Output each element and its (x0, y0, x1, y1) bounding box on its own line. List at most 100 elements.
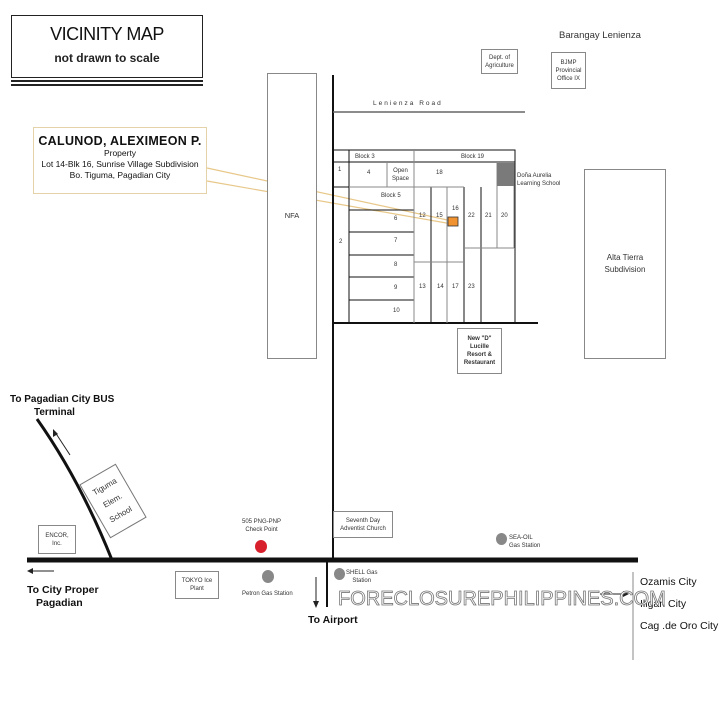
bus-arrow-head (53, 429, 58, 437)
airport-arrow-head (313, 601, 319, 608)
owner-address: Bo. Tiguma, Pagadian City (69, 170, 171, 180)
bus-terminal-label: To Pagadian City BUS Terminal (10, 393, 114, 419)
ozamis-label: Ozamis City (640, 576, 697, 588)
alta-tierra-box: Alta Tierra Subdivision (584, 169, 666, 359)
title-underline (11, 80, 203, 86)
school-shading (497, 163, 514, 186)
open-space-label: Open Space (392, 167, 409, 183)
new-d-line2: Lucille (469, 344, 489, 350)
block19-label: Block 19 (461, 154, 485, 160)
lot-15: 15 (436, 213, 443, 219)
tokyo-ice-plant-box: TOKYO Ice Plant (175, 571, 219, 599)
lot-14: 14 (437, 284, 444, 290)
shell-line1: SHELL Gas (346, 570, 378, 576)
checkpoint-line2: Check Point (245, 527, 278, 533)
alta-tierra-line1: Alta Tierra (606, 253, 644, 262)
open-space-line2: Space (392, 176, 410, 182)
barangay-label: Barangay Lenienza (559, 30, 641, 41)
sda-church-box: Seventh Day Adventist Church (333, 511, 393, 538)
lot-20: 20 (501, 213, 508, 219)
owner-callout: CALUNOD, ALEXIMEON P. Property Lot 14-Bl… (33, 127, 207, 194)
owner-lot: Lot 14-Blk 16, Sunrise Village Subdivisi… (41, 159, 199, 169)
learning-school-label: Doña Aurelia Learning School (517, 172, 560, 188)
map-subtitle: not drawn to scale (54, 51, 160, 65)
lot-9: 9 (394, 285, 398, 291)
iligan-label: Iligan City (640, 598, 687, 610)
bjmp-box: BJMP Provincial Office IX (551, 52, 586, 89)
city-proper-line1: To City Proper (27, 584, 99, 596)
title-box: VICINITY MAP not drawn to scale (11, 15, 203, 78)
tiguma-road (35, 418, 114, 561)
lot-7: 7 (394, 238, 398, 244)
bus-terminal-line1: To Pagadian City BUS (10, 394, 115, 405)
dept-agriculture-box: Dept. of Agriculture (481, 49, 518, 74)
bjmp-line3: Office IX (557, 75, 580, 82)
lot-16: 16 (452, 206, 459, 212)
alta-tierra-line2: Subdivision (604, 265, 646, 274)
tokyo-line1: TOKYO Ice (181, 578, 213, 584)
watermark: FORECLOSUREPHILIPPINES.COM (338, 588, 667, 611)
new-d-line4: Restaurant (463, 360, 496, 366)
encor-line2: Inc. (52, 540, 62, 547)
city-proper-arrow-head (27, 568, 33, 574)
lot-22: 22 (468, 213, 475, 219)
lot-10: 10 (393, 308, 400, 314)
shell-line2: Station (352, 578, 372, 584)
shell-marker (334, 568, 345, 580)
bjmp-line1: BJMP (560, 59, 577, 66)
lenienza-road-label: Lenienza Road (373, 100, 443, 107)
checkpoint-label: 505 PNG-PNP Check Point (242, 518, 281, 534)
cdo-label: Cag .de Oro City (640, 620, 719, 632)
seaoil-line2: Gas Station (509, 543, 541, 549)
east-arrow-head (623, 591, 629, 597)
petron-label: Petron Gas Station (242, 591, 293, 597)
leader-line-bottom (206, 180, 453, 225)
petron-marker (262, 570, 274, 583)
learning-school-line2: Learning School (517, 181, 561, 187)
leader-line-top (206, 167, 453, 222)
airport-label: To Airport (308, 614, 358, 626)
bus-terminal-line2: Terminal (34, 407, 75, 418)
lot-12: 12 (419, 213, 426, 219)
subject-lot-marker (447, 216, 459, 227)
shell-label: SHELL Gas Station (346, 569, 377, 585)
bjmp-line2: Provincial (555, 67, 582, 74)
lot-1: 1 (338, 167, 342, 173)
owner-name: CALUNOD, ALEXIMEON P. (38, 134, 202, 148)
nfa-box: NFA (267, 73, 317, 359)
new-d-line3: Resort & (466, 352, 492, 358)
dept-agri-line2: Agriculture (485, 62, 514, 69)
block5-label: Block 5 (381, 193, 401, 199)
new-d-resort-box: New "D" Lucille Resort & Restaurant (457, 328, 502, 374)
lot-21: 21 (485, 213, 492, 219)
lot-8: 8 (394, 262, 398, 268)
lot-13: 13 (419, 284, 426, 290)
lot-17: 17 (452, 284, 459, 290)
city-proper-line2: Pagadian (36, 597, 83, 609)
checkpoint-marker (255, 540, 267, 553)
lot-23: 23 (468, 284, 475, 290)
seaoil-marker (496, 533, 507, 545)
owner-type: Property (103, 148, 137, 158)
lot-4: 4 (367, 170, 371, 176)
sda-line2: Adventist Church (340, 525, 386, 532)
checkpoint-line1: 505 PNG-PNP (242, 519, 282, 525)
map-title: VICINITY MAP (50, 24, 164, 44)
sda-line1: Seventh Day (345, 517, 381, 524)
encor-box: ENCOR, Inc. (38, 525, 76, 554)
lot-18: 18 (436, 170, 443, 176)
seaoil-label: SEA-OIL Gas Station (509, 534, 540, 550)
learning-school-line1: Doña Aurelia (517, 173, 552, 179)
seaoil-line1: SEA-OIL (509, 535, 533, 541)
tokyo-line2: Plant (190, 586, 204, 592)
open-space-line1: Open (393, 168, 408, 174)
encor-line1: ENCOR, (45, 532, 69, 539)
dept-agri-line1: Dept. of (488, 54, 510, 61)
block3-label: Block 3 (355, 154, 375, 160)
city-proper-label: To City Proper Pagadian (27, 584, 99, 610)
nfa-label: NFA (284, 211, 300, 220)
block-grid (332, 149, 538, 324)
lot-2: 2 (339, 239, 343, 245)
new-d-line1: New "D" (467, 336, 492, 342)
